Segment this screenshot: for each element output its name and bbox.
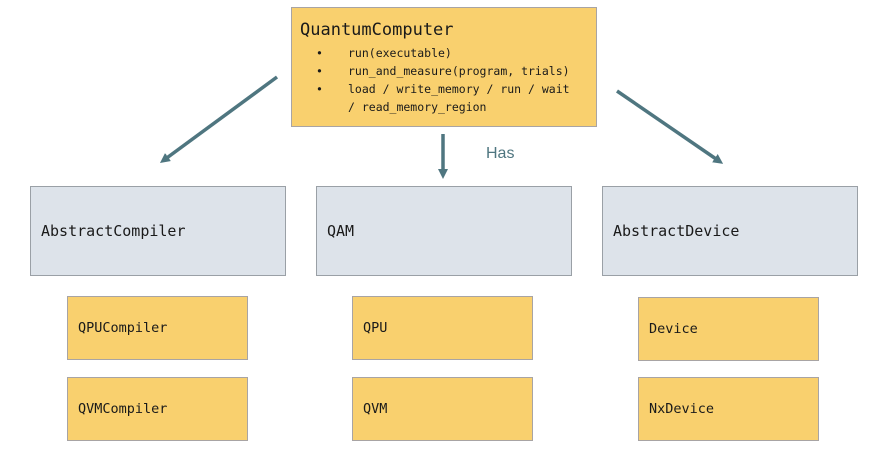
has-edge-label: Has bbox=[486, 145, 515, 162]
qvm-compiler-label: QVMCompiler bbox=[78, 401, 168, 417]
qpu-box: QPU bbox=[352, 296, 533, 360]
method-text: run_and_measure(program, trials) bbox=[348, 64, 570, 78]
nx-device-box: NxDevice bbox=[638, 377, 819, 441]
qvm-label: QVM bbox=[363, 401, 388, 417]
qpu-compiler-label: QPUCompiler bbox=[78, 320, 168, 336]
bullet-icon: • bbox=[316, 46, 323, 60]
quantum-computer-box: QuantumComputer • run(executable) • run_… bbox=[291, 7, 597, 127]
abstract-device-label: AbstractDevice bbox=[613, 222, 740, 240]
qpu-label: QPU bbox=[363, 320, 388, 336]
method-text: run(executable) bbox=[348, 46, 452, 60]
bullet-icon: • bbox=[316, 82, 323, 96]
method-text: load / write_memory / run / wait bbox=[348, 82, 570, 96]
method-list: • run(executable) • run_and_measure(prog… bbox=[292, 44, 570, 116]
abstract-compiler-label: AbstractCompiler bbox=[41, 222, 186, 240]
method-item: • run_and_measure(program, trials) bbox=[292, 62, 570, 80]
qam-label: QAM bbox=[327, 222, 355, 240]
method-text-continuation: / read_memory_region bbox=[348, 100, 487, 114]
nx-device-label: NxDevice bbox=[649, 401, 715, 417]
abstract-compiler-box: AbstractCompiler bbox=[30, 186, 286, 276]
method-item: • load / write_memory / run / wait / rea… bbox=[292, 80, 570, 116]
method-item: • run(executable) bbox=[292, 44, 570, 62]
qvm-box: QVM bbox=[352, 377, 533, 441]
bullet-icon: • bbox=[316, 64, 323, 78]
qvm-compiler-box: QVMCompiler bbox=[67, 377, 248, 441]
quantum-computer-title: QuantumComputer bbox=[300, 20, 454, 40]
device-box: Device bbox=[638, 297, 819, 361]
device-label: Device bbox=[649, 321, 698, 337]
abstract-device-box: AbstractDevice bbox=[602, 186, 858, 276]
qpu-compiler-box: QPUCompiler bbox=[67, 296, 248, 360]
arrow-to-abstract-compiler bbox=[159, 75, 279, 163]
arrow-to-abstract-device bbox=[616, 89, 724, 164]
qam-box: QAM bbox=[316, 186, 572, 276]
